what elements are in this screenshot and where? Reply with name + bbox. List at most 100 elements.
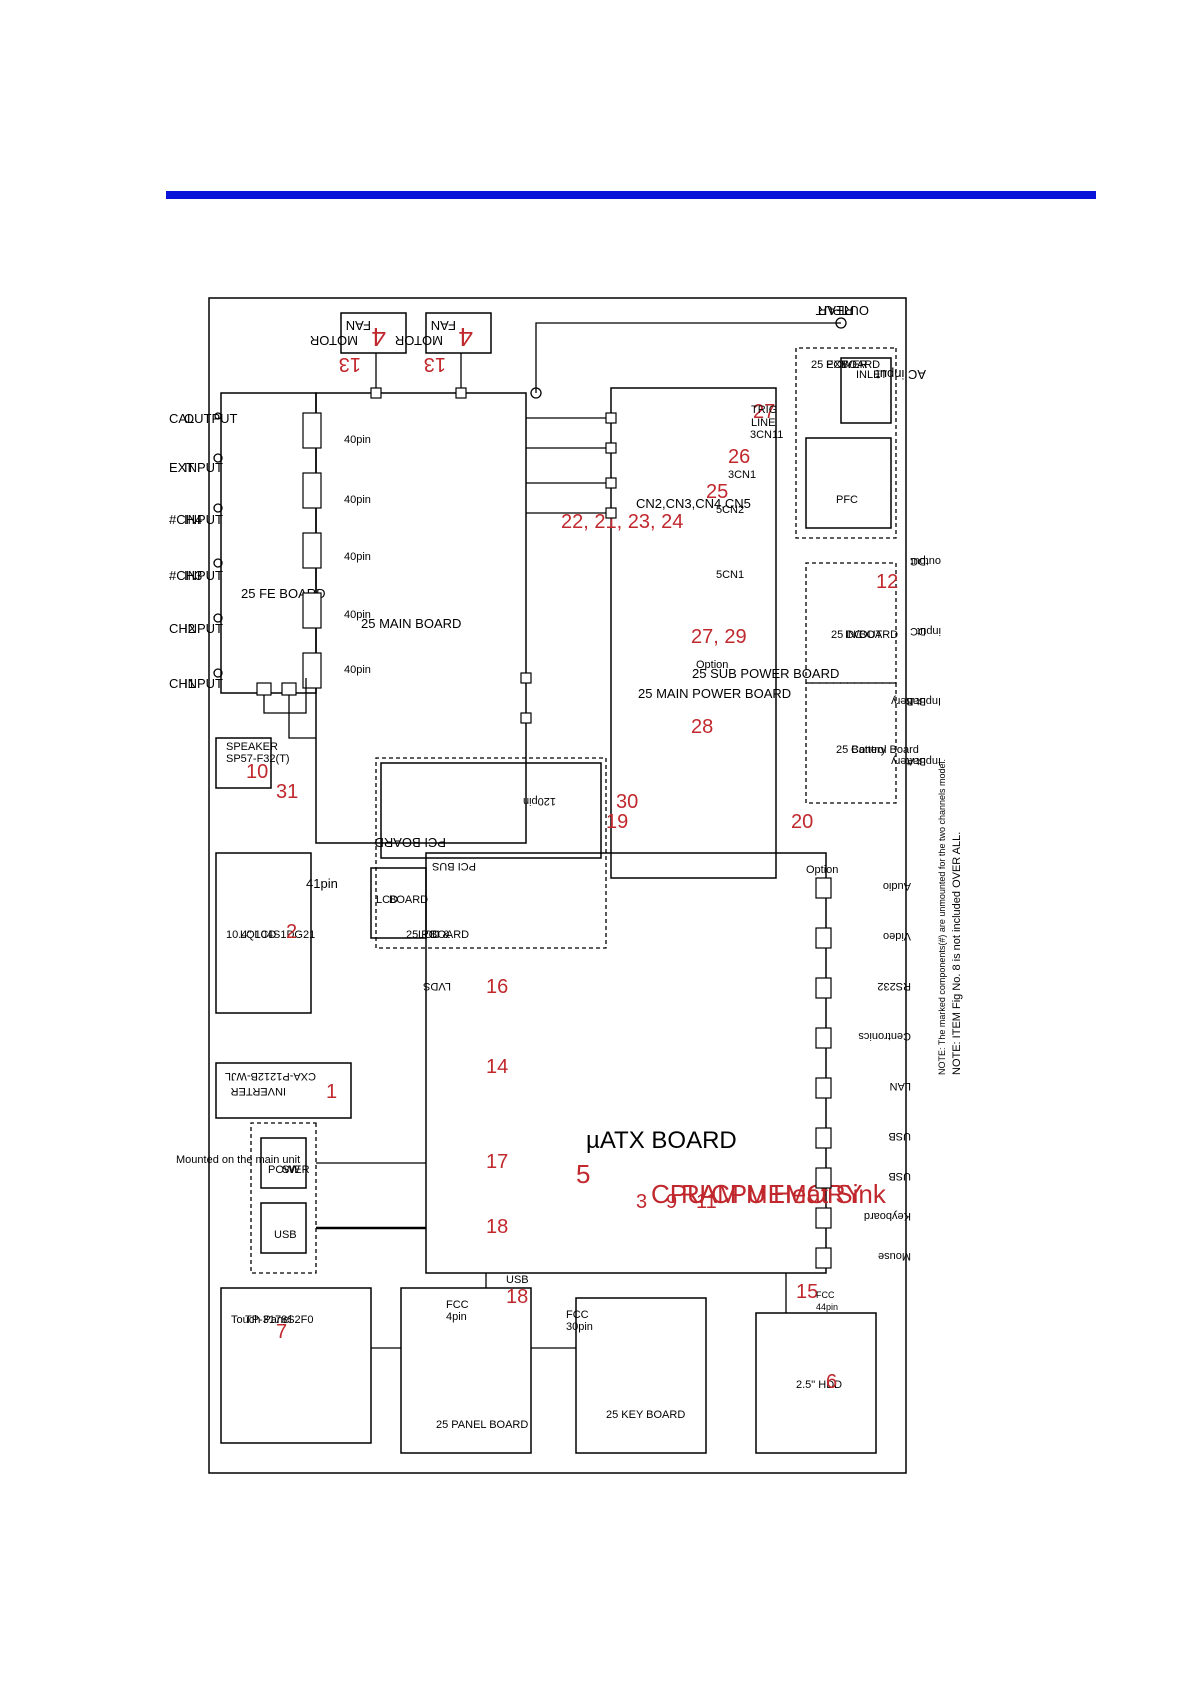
ch1-label: CH1 — [169, 676, 195, 691]
pfc-box — [805, 437, 892, 529]
power-switch[interactable] — [260, 1137, 307, 1189]
ch2-jack[interactable] — [213, 613, 223, 623]
svg-text:TP-3178S2F0: TP-3178S2F0 — [245, 1314, 313, 1326]
svg-text:25 KEY BOARD: 25 KEY BOARD — [606, 1409, 685, 1421]
fe-connector-b — [281, 682, 297, 696]
svg-text:Input B: Input B — [906, 695, 941, 707]
svg-text:28: 28 — [691, 716, 713, 738]
svg-text:9: 9 — [666, 1191, 677, 1213]
matx-board — [425, 852, 827, 1274]
fan-motor-1 — [340, 312, 407, 354]
fe-connector-a — [256, 682, 272, 696]
svg-text:SW: SW — [282, 1164, 300, 1176]
svg-text:30: 30 — [616, 791, 638, 813]
touch-panel — [220, 1287, 372, 1444]
svg-text:25 SUB POWER BOARD: 25 SUB POWER BOARD — [692, 666, 839, 681]
svg-text:25 PCI &: 25 PCI & — [406, 929, 451, 941]
svg-text:DC: DC — [910, 555, 926, 567]
svg-text:LCD: LCD — [418, 929, 440, 941]
svg-text:FCC: FCC — [566, 1309, 589, 1321]
svg-text:40pin: 40pin — [344, 434, 371, 446]
ch2-input: INPUT — [184, 621, 223, 636]
fe-main-link-a — [263, 678, 307, 714]
svg-text:11: 11 — [696, 1191, 717, 1213]
svg-text:14: 14 — [486, 1056, 508, 1078]
svg-text:output: output — [910, 555, 941, 567]
svg-text:PCI BOARD: PCI BOARD — [374, 835, 446, 850]
svg-text:Audio: Audio — [883, 880, 911, 892]
svg-text:25 PANEL BOARD: 25 PANEL BOARD — [436, 1419, 528, 1431]
usb-front[interactable] — [260, 1202, 307, 1254]
cal-output: OUTPUT — [184, 411, 238, 426]
svg-text:7: 7 — [276, 1321, 287, 1343]
ch4-label: #CH4 — [169, 512, 202, 527]
svg-text:INVERTER: INVERTER — [231, 1085, 286, 1097]
ch2-label: CH2 — [169, 621, 195, 636]
svg-text:FAN: FAN — [346, 318, 371, 333]
svg-text:USB: USB — [888, 1170, 911, 1182]
svg-text:41pin: 41pin — [306, 876, 338, 891]
svg-text:12: 12 — [876, 571, 898, 593]
ch3-input: INPUT — [184, 568, 223, 583]
svg-text:25 MAIN POWER BOARD: 25 MAIN POWER BOARD — [638, 686, 791, 701]
svg-text:RS232: RS232 — [877, 980, 911, 992]
svg-text:22, 21, 23, 24: 22, 21, 23, 24 — [561, 511, 683, 533]
svg-text:RAM MEMORY: RAM MEMORY — [681, 1179, 863, 1209]
svg-text:Option: Option — [806, 864, 838, 876]
svg-text:120pin: 120pin — [523, 795, 556, 807]
svg-text:44pin: 44pin — [816, 1302, 838, 1312]
svg-text:13: 13 — [339, 353, 361, 375]
svg-text:16: 16 — [486, 976, 508, 998]
svg-text:27, 29: 27, 29 — [691, 626, 747, 648]
svg-text:31: 31 — [276, 781, 298, 803]
header-bar — [166, 191, 1096, 199]
rear-output-jack[interactable] — [835, 317, 847, 329]
rear-io-labels: Audio Video RS232 Centronics LAN USB USB… — [858, 880, 911, 1262]
svg-text:LQ104S1DG21: LQ104S1DG21 — [240, 929, 315, 941]
ch3-jack[interactable] — [213, 558, 223, 568]
svg-text:4: 4 — [459, 322, 473, 352]
svg-text:BOARD: BOARD — [389, 894, 428, 906]
svg-text:FAN: FAN — [431, 318, 456, 333]
svg-text:CN2,CN3,CN4,CN5: CN2,CN3,CN4,CN5 — [636, 496, 751, 511]
svg-text:5CN2: 5CN2 — [716, 504, 744, 516]
svg-text:USB: USB — [888, 1130, 911, 1142]
svg-text:FCC: FCC — [446, 1299, 469, 1311]
svg-text:input: input — [917, 625, 941, 637]
ext-jack[interactable] — [213, 453, 223, 463]
svg-text:25 EXT: 25 EXT — [811, 359, 848, 371]
svg-text:SP57-F32(T): SP57-F32(T) — [226, 753, 290, 765]
inlet-box — [840, 357, 892, 424]
svg-text:Keyboard: Keyboard — [864, 1210, 911, 1222]
ch1-jack[interactable] — [213, 668, 223, 678]
svg-text:POWER: POWER — [826, 359, 868, 371]
svg-text:13: 13 — [424, 353, 446, 375]
svg-text:10.4" LCD: 10.4" LCD — [226, 929, 276, 941]
svg-text:INLET: INLET — [856, 369, 887, 381]
fe-main-link-b — [288, 695, 316, 739]
cal-jack[interactable] — [214, 412, 222, 420]
svg-text:3: 3 — [636, 1191, 647, 1213]
svg-text:DC: DC — [910, 625, 926, 637]
key-board — [575, 1297, 707, 1454]
cal-label: CAL — [169, 411, 194, 426]
hdd — [755, 1312, 877, 1454]
svg-text:µATX BOARD: µATX BOARD — [586, 1127, 737, 1154]
pci-board — [380, 762, 602, 859]
svg-text:LAN: LAN — [890, 1080, 911, 1092]
svg-text:20: 20 — [791, 811, 813, 833]
ch4-jack[interactable] — [213, 503, 223, 513]
svg-text:AC input: AC input — [876, 367, 926, 382]
svg-text:SPEAKER: SPEAKER — [226, 741, 278, 753]
svg-text:FCC: FCC — [816, 1290, 835, 1300]
svg-text:25 DC: 25 DC — [831, 629, 862, 641]
svg-text:2.5" HDD: 2.5" HDD — [796, 1379, 842, 1391]
svg-text:17: 17 — [486, 1151, 508, 1173]
speaker — [215, 737, 272, 789]
svg-text:Video: Video — [883, 930, 911, 942]
note-2: NOTE: ITEM Fig No. 8 is not included OVE… — [951, 832, 963, 1075]
svg-text:2: 2 — [286, 921, 297, 943]
svg-text:40pin: 40pin — [344, 664, 371, 676]
svg-text:OUTPUT: OUTPUT — [816, 303, 870, 318]
